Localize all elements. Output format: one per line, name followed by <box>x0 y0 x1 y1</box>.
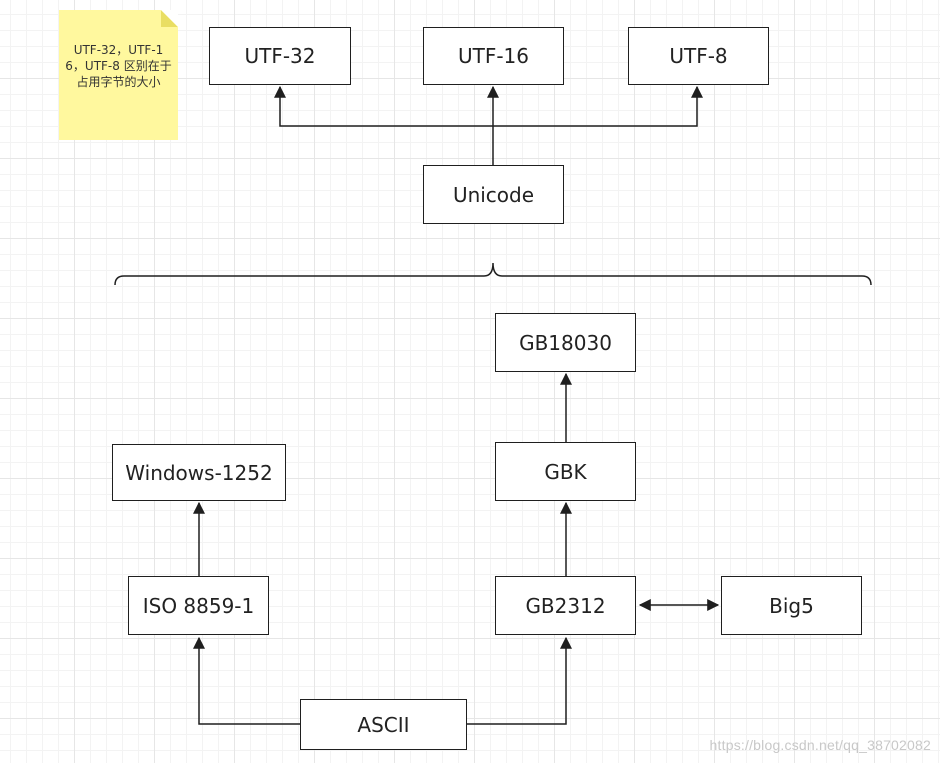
node-big5[interactable]: Big5 <box>721 576 862 635</box>
node-utf32[interactable]: UTF-32 <box>209 27 351 85</box>
watermark-text: https://blog.csdn.net/qq_38702082 <box>709 737 931 753</box>
node-utf16[interactable]: UTF-16 <box>423 27 564 85</box>
edge-ascii-iso88591[interactable] <box>193 636 300 725</box>
node-gb2312[interactable]: GB2312 <box>495 576 636 635</box>
node-gbk[interactable]: GBK <box>495 442 636 501</box>
edge-unicode-utf32[interactable] <box>274 85 493 127</box>
curly-brace <box>114 262 872 286</box>
note-text: UTF-32，UTF-16，UTF-8 区别在于占用字节的大小 <box>65 43 172 89</box>
node-utf8[interactable]: UTF-8 <box>628 27 769 85</box>
sticky-note[interactable]: UTF-32，UTF-16，UTF-8 区别在于占用字节的大小 <box>59 10 178 140</box>
node-ascii[interactable]: ASCII <box>300 699 467 750</box>
note-fold-icon <box>161 10 178 27</box>
node-gb18030[interactable]: GB18030 <box>495 313 636 372</box>
edge-unicode-utf8[interactable] <box>493 85 703 127</box>
node-iso-8859-1[interactable]: ISO 8859-1 <box>128 576 269 635</box>
node-unicode[interactable]: Unicode <box>423 165 564 224</box>
edge-ascii-gb2312[interactable] <box>467 636 572 725</box>
node-windows-1252[interactable]: Windows-1252 <box>112 444 286 501</box>
